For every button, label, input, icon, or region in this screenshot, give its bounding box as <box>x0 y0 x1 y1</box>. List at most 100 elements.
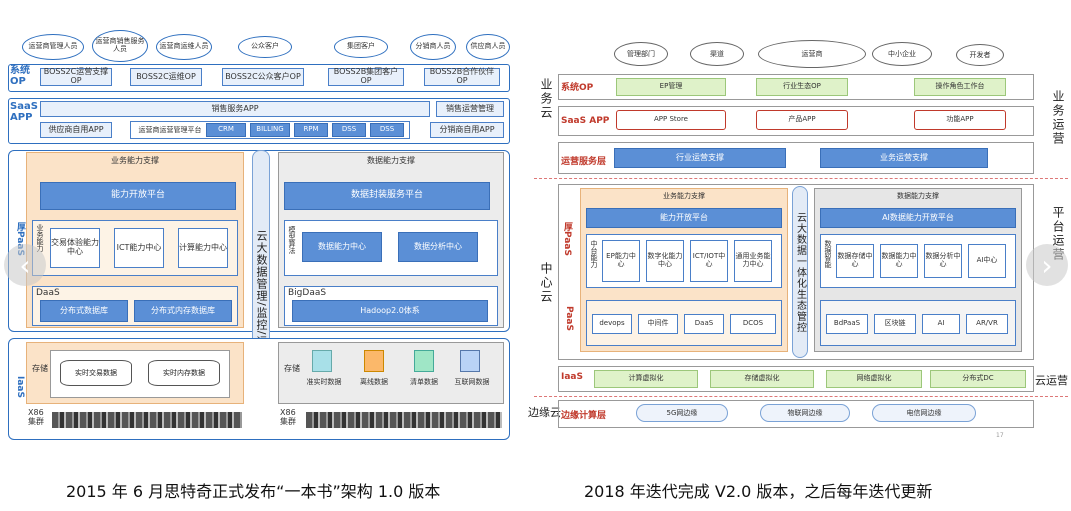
role-oval: 开发者 <box>956 44 1004 66</box>
saas-item: BILLING <box>250 123 290 137</box>
left-caption: 2015 年 6 月思特奇正式发布“一本书”架构 1.0 版本 <box>66 482 441 501</box>
saas-item: RPM <box>294 123 328 137</box>
x86-label: X86集群 <box>28 408 44 427</box>
prev-arrow-icon[interactable]: ‹ <box>4 244 46 286</box>
edge-row <box>558 400 1034 428</box>
data-item: 数据分析中心 <box>924 244 962 278</box>
side-biz-cloud: 业务云 <box>539 78 553 120</box>
op-item: BOSS2B合作伙伴OP <box>424 67 500 86</box>
biz-item: 通用业务能力中心 <box>734 240 772 282</box>
saas-item: 产品APP <box>756 110 848 130</box>
dist-app: 分销商自用APP <box>430 122 504 138</box>
data-support-title: 数据能力支撑 <box>897 192 939 200</box>
hou-paas-label: 厚PaaS <box>562 222 572 256</box>
data-item: AI中心 <box>968 244 1006 278</box>
iaas-item: 存储虚拟化 <box>710 370 814 388</box>
biz-item: ICT能力中心 <box>114 228 164 268</box>
sales-app: 销售服务APP <box>40 101 430 117</box>
sys-op-label: 系统OP <box>561 83 594 93</box>
left-saas-label: SaaS APP <box>10 101 38 123</box>
side-center-cloud: 中心云 <box>539 262 553 304</box>
role-oval: 供应商人员 <box>466 34 510 60</box>
saas-item: DSS <box>370 123 404 137</box>
paas-item: DaaS <box>684 314 724 334</box>
left-iaas-label: IaaS <box>15 376 25 398</box>
saas-item: 功能APP <box>914 110 1006 130</box>
model-label: 模型算法 <box>288 226 296 254</box>
right-caption: 2018 年迭代完成 V2.0 版本，之后每年迭代更新 <box>584 482 933 501</box>
ability-open-platform: 能力开放平台 <box>40 182 236 210</box>
file-icon <box>312 350 332 372</box>
cloud-icon: 5G网边缘 <box>636 404 728 422</box>
role-oval: 分销商人员 <box>410 34 456 60</box>
role-oval: 运营商运维人员 <box>156 34 212 60</box>
saas-row <box>558 106 1034 136</box>
left-paas-label: 厚PaaS <box>15 222 25 256</box>
hadoop-box: Hadoop2.0体系 <box>292 300 488 322</box>
sys-op-row <box>558 74 1034 100</box>
ops-layer-label: 运营服务层 <box>561 157 607 167</box>
iaas-item: 网络虚拟化 <box>826 370 922 388</box>
file-label: 清单数据 <box>410 378 438 386</box>
data-encap-platform: 数据封装服务平台 <box>284 182 490 210</box>
paas-item: BdPaaS <box>826 314 868 334</box>
center-ability-label: 中台能力 <box>590 240 598 268</box>
database-icon: 实时交易数据 <box>60 360 132 386</box>
server-rack-icon <box>306 412 502 428</box>
next-arrow-icon[interactable]: › <box>1026 244 1068 286</box>
paas-item: 区块链 <box>874 314 916 334</box>
right-cloud-column: 云大数据一体化生态管控 <box>792 186 808 358</box>
paas-item: 中间件 <box>638 314 678 334</box>
file-label: 准实时数据 <box>306 378 342 386</box>
db-item: 分布式数据库 <box>40 300 128 322</box>
left-storage-label: 存储 <box>32 364 48 373</box>
role-oval: 运营商销售服务人员 <box>92 30 148 62</box>
cloud-icon: 电信网边缘 <box>872 404 976 422</box>
ops-layer-row <box>558 142 1034 174</box>
sys-op-item: 行业生态OP <box>756 78 848 96</box>
daas-label: DaaS <box>36 288 60 298</box>
divider <box>534 178 1068 179</box>
right-label: 业务运营 <box>1051 90 1065 146</box>
biz-item: 交易体验能力中心 <box>50 228 100 268</box>
biz-support-title: 业务能力支撑 <box>111 156 159 165</box>
role-oval: 运营商 <box>758 40 866 68</box>
bigdaas-label: BigDaaS <box>288 288 327 298</box>
iaas-label: IaaS <box>561 372 583 382</box>
data-support-title: 数据能力支撑 <box>367 156 415 165</box>
cloud-icon: 物联网边缘 <box>760 404 850 422</box>
edge-label: 边缘计算层 <box>561 411 607 421</box>
biz-support-title: 业务能力支撑 <box>663 192 705 200</box>
file-icon <box>460 350 480 372</box>
op-item: BOSS2B集团客户OP <box>328 67 404 86</box>
file-label: 离线数据 <box>360 378 388 386</box>
paas-item: AR/VR <box>966 314 1008 334</box>
biz-item: 计算能力中心 <box>178 228 228 268</box>
saas-item: APP Store <box>616 110 726 130</box>
role-oval: 公众客户 <box>238 36 292 58</box>
saas-item: CRM <box>206 123 246 137</box>
iaas-item: 计算虚拟化 <box>594 370 698 388</box>
data-item: 数据能力中心 <box>880 244 918 278</box>
sales-ops: 销售运营管理 <box>436 101 504 117</box>
op-item: BOSS2C公众客户OP <box>222 68 304 86</box>
op-item: BOSS2C运维OP <box>130 68 202 86</box>
left-op-label: 系统OP <box>10 65 30 87</box>
biz-ability-label: 业务能力 <box>36 224 44 252</box>
op-item: BOSS2C运营支撑OP <box>40 67 112 86</box>
file-label: 互联网数据 <box>454 378 490 386</box>
role-oval: 集团客户 <box>334 36 388 58</box>
saas-label: SaaS APP <box>561 116 610 126</box>
ability-open: 能力开放平台 <box>586 208 782 228</box>
right-storage-label: 存储 <box>284 364 300 373</box>
role-oval: 运营商管理人员 <box>22 34 84 60</box>
data-item: 数据能力中心 <box>302 232 382 262</box>
role-oval: 管理部门 <box>614 42 668 66</box>
file-icon <box>414 350 434 372</box>
ops-platform-label: 运营商运营管理平台 <box>138 126 202 134</box>
right-label: 云运营 <box>1035 374 1068 387</box>
file-icon <box>364 350 384 372</box>
role-oval: 中小企业 <box>872 42 932 66</box>
biz-item: 数字化能力中心 <box>646 240 684 282</box>
database-icon: 实时内存数据 <box>148 360 220 386</box>
